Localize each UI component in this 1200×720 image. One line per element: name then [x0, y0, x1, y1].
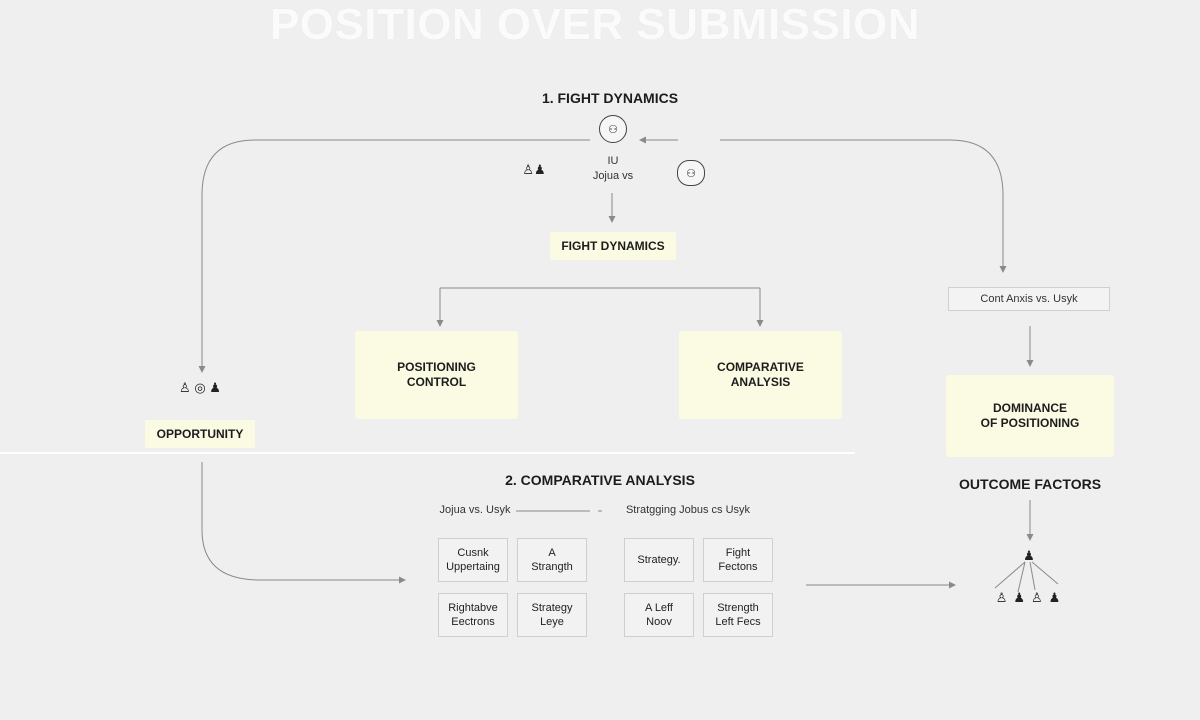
section2-left-caption: Jojua vs. Usyk — [439, 504, 511, 516]
grid-cell: Fight Fectons — [703, 538, 773, 582]
section2-heading: 2. COMPARATIVE ANALYSIS — [505, 472, 695, 488]
compare-label-box: Cont Anxis vs. Usyk — [948, 287, 1110, 311]
positioning-control-box: POSITIONING CONTROL — [355, 331, 518, 419]
outcome-branch-4 — [1031, 561, 1059, 585]
dominance-of-positioning-box: DOMINANCE OF POSITIONING — [946, 375, 1114, 457]
section2-right-caption: Stratgging Jobus cs Usyk — [625, 504, 751, 516]
grid-cell: Strategy. — [624, 538, 694, 582]
grid-cell: Cusnk Uppertaing — [438, 538, 508, 582]
grid-cell: Strength Left Fecs — [703, 593, 773, 637]
fighters-circle-icon: ⚇ — [599, 115, 627, 143]
center-text-bottom: Jojua vs — [592, 170, 634, 182]
outcome-factors-heading: OUTCOME FACTORS — [958, 476, 1102, 492]
outcome-branch-1 — [994, 561, 1026, 589]
fighters-outcome-leaves-icon: ♙♟♙♟ — [995, 590, 1067, 605]
grid-cell: Rightabve Eectrons — [438, 593, 508, 637]
connector-top-left — [198, 139, 590, 373]
comparative-analysis-box: COMPARATIVE ANALYSIS — [679, 331, 842, 419]
fight-dynamics-box: FIGHT DYNAMICS — [550, 232, 676, 260]
center-text-top: IU — [607, 155, 619, 167]
grid-cell: Strategy Leye — [517, 593, 587, 637]
page-title: POSITION OVER SUBMISSION — [269, 0, 921, 49]
opportunity-box: OPPORTUNITY — [145, 420, 255, 448]
fighters-outcome-icon: ♟ — [1023, 548, 1035, 563]
fighter-stance-icon: ♙ ◎ ♟ — [179, 380, 221, 395]
section-divider — [0, 452, 855, 454]
connector-top-right — [720, 139, 1007, 273]
outcome-branch-3 — [1029, 561, 1036, 591]
section1-heading: 1. FIGHT DYNAMICS — [541, 90, 679, 106]
fighters-group-icon: ♙♟ — [522, 162, 546, 177]
grid-cell: A Leff Noov — [624, 593, 694, 637]
grid-cell: A Strangth — [517, 538, 587, 582]
outcome-branch-2 — [1017, 561, 1026, 593]
fighters-pair-icon: ⚇ — [677, 160, 705, 186]
connector-bottom-left — [201, 462, 406, 584]
